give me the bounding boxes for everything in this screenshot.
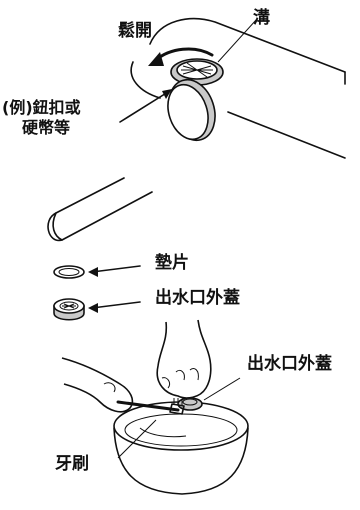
label-groove: 溝 xyxy=(253,9,270,29)
gasket xyxy=(54,266,140,278)
label-example-line2: 硬幣等 xyxy=(22,119,70,137)
aerator-groove xyxy=(171,59,223,85)
faucet-spout-middle xyxy=(48,178,152,240)
aerator-cap-removed xyxy=(54,299,140,320)
label-example-line1: (例)鈕扣或 xyxy=(2,99,81,117)
label-gasket: 墊片 xyxy=(155,254,189,274)
label-loosen: 鬆開 xyxy=(118,22,152,42)
bowl xyxy=(114,402,248,494)
right-hand xyxy=(157,320,211,398)
label-toothbrush: 牙刷 xyxy=(55,455,89,475)
coin xyxy=(161,74,222,147)
label-aerator-cap-lower: 出水口外蓋 xyxy=(247,355,332,375)
label-aerator-cap-upper: 出水口外蓋 xyxy=(155,289,240,309)
